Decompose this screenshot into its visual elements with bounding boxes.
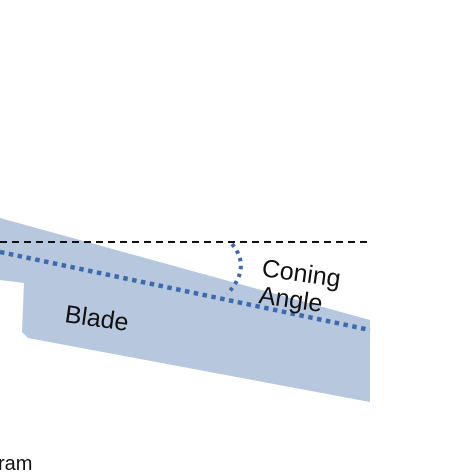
blade-axis-dotted-line xyxy=(0,249,371,333)
caption-fragment: ram xyxy=(0,453,32,474)
coning-angle-arc xyxy=(225,242,243,296)
blade-shape xyxy=(0,218,370,402)
